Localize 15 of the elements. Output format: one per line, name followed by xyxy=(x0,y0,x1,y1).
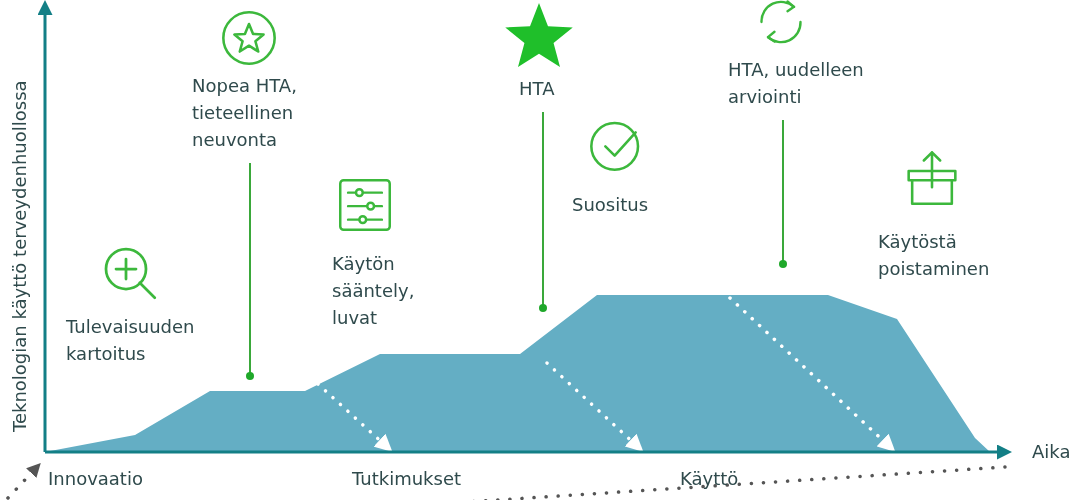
node-label: HTA xyxy=(519,77,556,101)
leader-line xyxy=(779,119,787,268)
axis-label: Käyttö xyxy=(680,467,739,491)
leader-line xyxy=(246,162,254,380)
axis-title: Teknologian käyttö terveydenhuollossa xyxy=(8,80,31,432)
node-label: HTA, uudelleen arviointi xyxy=(728,58,865,109)
node-label: Käytön sääntely, luvat xyxy=(332,252,416,330)
axis-label: Aika xyxy=(1032,440,1071,464)
leader-line xyxy=(539,111,547,312)
node-label: Käytöstä poistaminen xyxy=(878,230,991,281)
axis-label: Tutkimukset xyxy=(352,467,462,491)
node-label: Tulevaisuuden kartoitus xyxy=(66,315,196,366)
node-label: Nopea HTA, tieteellinen neuvonta xyxy=(192,74,298,152)
axis-label: Innovaatio xyxy=(48,467,143,491)
node-label: Suositus xyxy=(572,193,650,217)
